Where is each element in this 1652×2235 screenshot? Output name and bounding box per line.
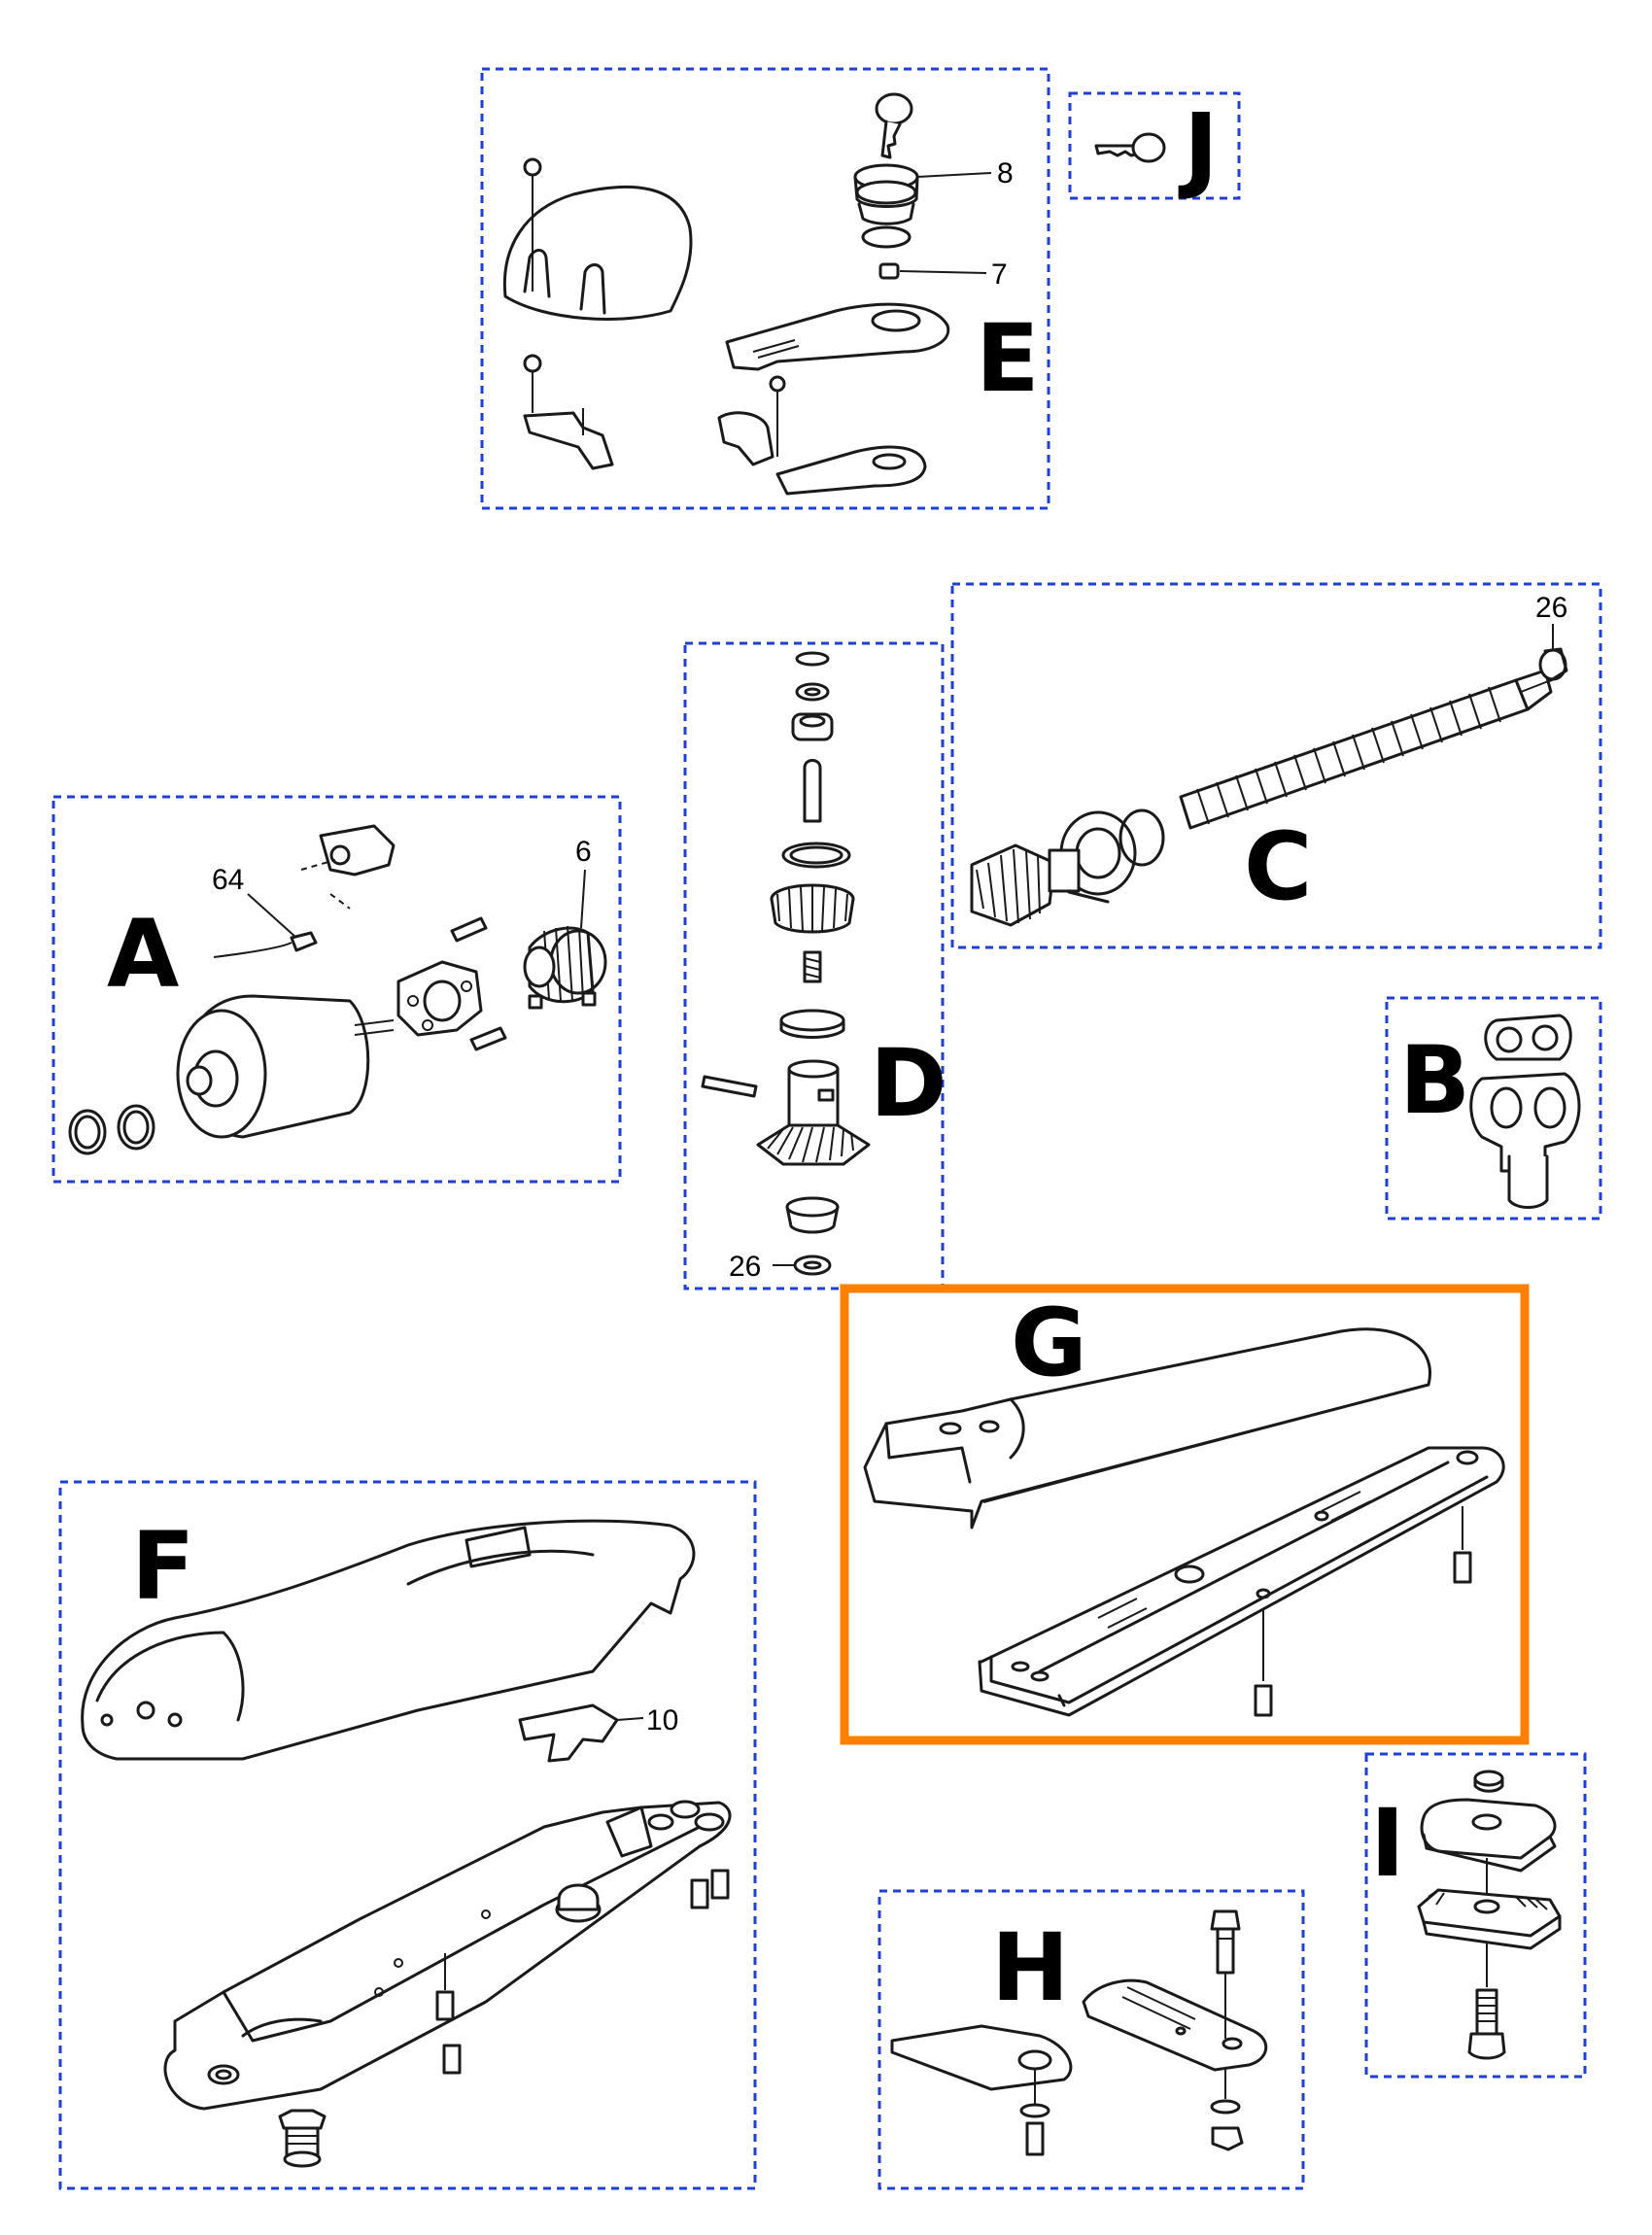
i-bolt bbox=[1467, 1988, 1506, 2060]
group-b-label: B bbox=[1399, 1026, 1470, 1135]
g-screw-1 bbox=[1254, 1684, 1273, 1717]
callout-26-c: 26 bbox=[1535, 592, 1567, 624]
d-washer-top bbox=[795, 682, 830, 702]
d-rod bbox=[701, 1075, 758, 1098]
e-cover-slot-1 bbox=[523, 249, 551, 298]
d-pin bbox=[803, 759, 822, 823]
f-cable-gland bbox=[278, 2109, 327, 2168]
callout-64: 64 bbox=[212, 864, 244, 896]
a-brush-plate bbox=[396, 960, 483, 1037]
d-bottom-ring bbox=[793, 1255, 832, 1276]
group-i-label: I bbox=[1370, 1789, 1405, 1898]
c-end-nut bbox=[1538, 647, 1568, 682]
i-top-nut bbox=[1473, 1770, 1504, 1787]
callout-26-d: 26 bbox=[729, 1251, 761, 1283]
d-lower-bushing bbox=[785, 1196, 840, 1218]
b-clevis-bracket bbox=[1469, 1072, 1581, 1209]
c-screw-thread bbox=[1196, 686, 1501, 825]
group-g-frame bbox=[840, 1284, 1530, 1745]
d-spur-gear bbox=[770, 883, 855, 934]
group-e-label: E bbox=[976, 304, 1040, 413]
c-ring bbox=[1119, 808, 1165, 867]
d-bevel-gear-shaft bbox=[756, 1059, 871, 1166]
group-j-label: J bbox=[1178, 93, 1219, 202]
e-latch bbox=[717, 411, 774, 466]
e-key-cylinder bbox=[853, 163, 919, 249]
e-screw-top bbox=[523, 157, 542, 177]
group-i[interactable]: I bbox=[1364, 1752, 1587, 2079]
group-c-frame bbox=[950, 582, 1602, 949]
callout-6: 6 bbox=[575, 836, 592, 868]
h-washer bbox=[1210, 2099, 1241, 2115]
group-i-frame bbox=[1364, 1752, 1587, 2079]
group-f[interactable]: 10 F bbox=[58, 1480, 757, 2190]
f-screw-4 bbox=[442, 2044, 462, 2075]
group-b[interactable]: B bbox=[1385, 996, 1602, 1221]
e-cover-slot-2 bbox=[579, 263, 606, 315]
h-top-bolt bbox=[1210, 1909, 1241, 1975]
a-pin-1 bbox=[450, 916, 488, 943]
e-bracket bbox=[523, 411, 614, 470]
f-upper-housing bbox=[81, 1519, 696, 1761]
f-screw-1 bbox=[435, 1990, 455, 2021]
group-j[interactable]: J bbox=[1068, 91, 1241, 202]
callout-7: 7 bbox=[991, 258, 1008, 291]
group-a-label: A bbox=[107, 900, 179, 1009]
c-bevel-pinion bbox=[970, 843, 1081, 927]
a-wire-clip bbox=[290, 931, 318, 952]
group-j-frame bbox=[1068, 91, 1241, 200]
group-f-label: F bbox=[131, 1512, 195, 1621]
c-lead-screw bbox=[1179, 678, 1530, 830]
g-screw-2 bbox=[1453, 1551, 1472, 1584]
g-base-tray bbox=[978, 1446, 1505, 1717]
d-bushing bbox=[779, 1009, 845, 1032]
group-g[interactable]: G bbox=[840, 1284, 1530, 1745]
e-small-screw bbox=[878, 262, 900, 280]
a-pin-2 bbox=[469, 1026, 507, 1051]
f-screw-2 bbox=[690, 1878, 709, 1909]
group-h[interactable]: H bbox=[878, 1889, 1305, 2190]
group-c-label: C bbox=[1244, 812, 1312, 921]
e-lever-lower bbox=[775, 445, 927, 496]
group-c[interactable]: 26 C bbox=[950, 582, 1602, 949]
f-lower-housing bbox=[163, 1801, 732, 2111]
g-top-cover bbox=[863, 1327, 1431, 1530]
d-circlip-top bbox=[795, 651, 830, 667]
group-d[interactable]: 26 D bbox=[683, 641, 947, 1290]
callout-8: 8 bbox=[997, 157, 1014, 189]
group-a[interactable]: 6 64 A bbox=[52, 795, 622, 1184]
h-logo-plate bbox=[1082, 1978, 1267, 2072]
group-d-frame bbox=[683, 641, 945, 1290]
b-bushing-block bbox=[1484, 1014, 1572, 1061]
a-ring-2 bbox=[117, 1104, 155, 1151]
h-flat-plate bbox=[890, 2024, 1073, 2091]
group-e[interactable]: 8 7 E bbox=[480, 67, 1050, 510]
group-d-label: D bbox=[870, 1029, 947, 1138]
h-nut bbox=[1211, 2126, 1244, 2151]
group-g-label: G bbox=[1011, 1289, 1087, 1397]
f-bracket bbox=[518, 1703, 619, 1763]
h-bottom-screw bbox=[1025, 2121, 1045, 2156]
group-h-frame bbox=[878, 1889, 1305, 2190]
group-h-label: H bbox=[991, 1913, 1069, 2022]
e-release-lever bbox=[725, 302, 950, 371]
j-key-icon bbox=[1094, 132, 1166, 163]
e-key-icon bbox=[875, 92, 913, 159]
a-worm-gear bbox=[523, 925, 607, 1004]
group-f-frame bbox=[58, 1480, 757, 2190]
a-ring-1 bbox=[68, 1109, 107, 1155]
d-snap-ring bbox=[781, 842, 851, 869]
f-screw-3 bbox=[710, 1869, 730, 1900]
callout-10: 10 bbox=[646, 1704, 678, 1736]
